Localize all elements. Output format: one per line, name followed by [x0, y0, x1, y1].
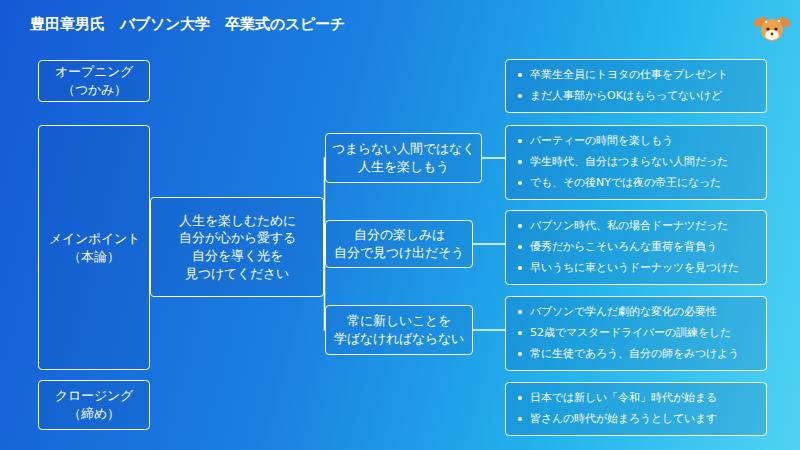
- bullet-dot: [518, 331, 522, 335]
- bullet-text: 52歳でマスタードライバーの訓練をした: [530, 323, 731, 344]
- diagram-title: 豊田章男氏 バブソン大学 卒業式のスピーチ: [30, 15, 345, 34]
- bullet-dot: [518, 266, 522, 270]
- section-box: クロージング （締め）: [38, 380, 150, 430]
- bullet-row: 学生時代、自分はつまらない人間だった: [516, 152, 728, 173]
- bullet-row: 皆さんの時代が始まろうとしています: [516, 409, 717, 430]
- bullet-row: 52歳でマスタードライバーの訓練をした: [516, 323, 731, 344]
- bullet-row: 早いうちに車というドーナッツを見つけた: [516, 258, 739, 279]
- box-label: クロージング （締め）: [39, 387, 149, 422]
- bullet-row: バブソン時代、私の場合ドーナツだった: [516, 216, 728, 237]
- bullet-text: 皆さんの時代が始まろうとしています: [530, 409, 717, 430]
- bullet-text: 優秀だからこそいろんな重荷を背負う: [530, 237, 717, 258]
- box-label: つまらない人間ではなく 人生を楽しもう: [326, 140, 481, 175]
- bullet-text: でも、その後NYでは夜の帝王になった: [530, 173, 721, 194]
- bullet-text: バブソン時代、私の場合ドーナツだった: [530, 216, 728, 237]
- point-box: つまらない人間ではなく 人生を楽しもう: [325, 133, 482, 183]
- bullet-dot: [518, 73, 522, 77]
- bullet-row: まだ人事部からOKはもらってないけど: [516, 86, 722, 107]
- section-box: メインポイント （本論）: [38, 125, 150, 370]
- box-label: オープニング （つかみ）: [39, 63, 149, 98]
- bullet-list-box: バブソンで学んだ劇的な変化の必要性52歳でマスタードライバーの訓練をした常に生徒…: [505, 296, 767, 371]
- bullet-dot: [518, 139, 522, 143]
- bullet-dot: [518, 181, 522, 185]
- box-label: 常に新しいことを 学ばなければならない: [326, 312, 472, 347]
- point-box: 常に新しいことを 学ばなければならない: [325, 305, 473, 355]
- bullet-text: パーティーの時間を楽しもう: [530, 131, 673, 152]
- bullet-text: 日本では新しい「令和」時代が始まる: [530, 388, 717, 409]
- bullet-dot: [518, 224, 522, 228]
- bullet-dot: [518, 417, 522, 421]
- connector-line: [473, 243, 505, 245]
- bullet-row: バブソンで学んだ劇的な変化の必要性: [516, 302, 717, 323]
- bullet-row: 日本では新しい「令和」時代が始まる: [516, 388, 717, 409]
- bullet-dot: [518, 310, 522, 314]
- bullet-text: 早いうちに車というドーナッツを見つけた: [530, 258, 739, 279]
- bullet-row: パーティーの時間を楽しもう: [516, 131, 673, 152]
- bullet-list-box: パーティーの時間を楽しもう学生時代、自分はつまらない人間だったでも、その後NYで…: [505, 125, 767, 200]
- bullet-dot: [518, 94, 522, 98]
- box-label: 自分の楽しみは 自分で見つけ出だそう: [326, 226, 472, 261]
- bullet-text: 卒業生全員にトヨタの仕事をプレゼント: [530, 65, 728, 86]
- connector-line: [473, 329, 505, 331]
- bullet-text: 常に生徒であろう、自分の師をみつけよう: [530, 344, 739, 365]
- bullet-row: 常に生徒であろう、自分の師をみつけよう: [516, 344, 739, 365]
- bullet-text: まだ人事部からOKはもらってないけど: [530, 86, 722, 107]
- bullet-list-box: 日本では新しい「令和」時代が始まる皆さんの時代が始まろうとしています: [505, 382, 767, 436]
- bullet-row: 卒業生全員にトヨタの仕事をプレゼント: [516, 65, 728, 86]
- bullet-text: バブソンで学んだ劇的な変化の必要性: [530, 302, 717, 323]
- box-label: メインポイント （本論）: [39, 230, 149, 265]
- section-box: オープニング （つかみ）: [38, 60, 150, 102]
- bullet-row: 優秀だからこそいろんな重荷を背負う: [516, 237, 717, 258]
- connector-line: [482, 157, 505, 159]
- bullet-dot: [518, 245, 522, 249]
- bullet-dot: [518, 160, 522, 164]
- bullet-list-box: バブソン時代、私の場合ドーナツだった優秀だからこそいろんな重荷を背負う早いうちに…: [505, 210, 767, 285]
- box-label: 人生を楽しむために 自分が心から愛する 自分を導く光を 見つけてください: [151, 212, 323, 282]
- bullet-text: 学生時代、自分はつまらない人間だった: [530, 152, 728, 173]
- bullet-list-box: 卒業生全員にトヨタの仕事をプレゼントまだ人事部からOKはもらってないけど: [505, 59, 767, 113]
- point-box: 自分の楽しみは 自分で見つけ出だそう: [325, 220, 473, 268]
- bullet-dot: [518, 352, 522, 356]
- deer-mascot-icon: [752, 15, 792, 41]
- bullet-row: でも、その後NYでは夜の帝王になった: [516, 173, 721, 194]
- main-message-box: 人生を楽しむために 自分が心から愛する 自分を導く光を 見つけてください: [150, 197, 324, 297]
- bullet-dot: [518, 396, 522, 400]
